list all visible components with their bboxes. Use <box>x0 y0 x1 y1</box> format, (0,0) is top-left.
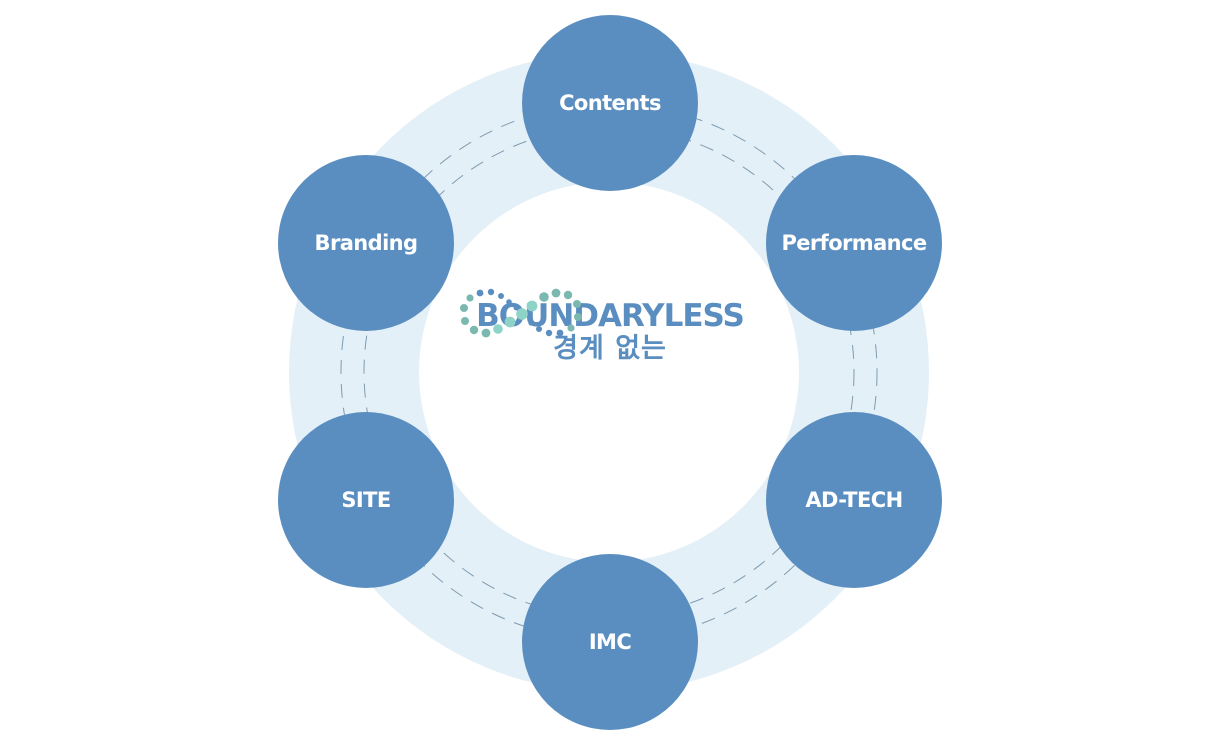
node-performance: Performance <box>766 155 942 331</box>
inner-disc <box>419 182 799 562</box>
brand-subtitle: 경계 없는 <box>553 333 667 364</box>
node-contents-label: Contents <box>559 91 661 115</box>
node-imc-label: IMC <box>588 630 632 654</box>
center-logo: BOUNDARYLESS 경계 없는 <box>450 286 770 436</box>
node-site-label: SITE <box>341 488 391 512</box>
node-ad-tech-label: AD-TECH <box>805 488 903 512</box>
node-branding: Branding <box>278 155 454 331</box>
node-performance-label: Performance <box>781 231 927 255</box>
node-branding-label: Branding <box>314 231 419 255</box>
infinity-dots-icon <box>460 288 582 338</box>
node-ad-tech: AD-TECH <box>766 412 942 588</box>
node-contents: Contents <box>522 15 698 191</box>
node-site: SITE <box>278 412 454 588</box>
node-imc: IMC <box>522 554 698 730</box>
